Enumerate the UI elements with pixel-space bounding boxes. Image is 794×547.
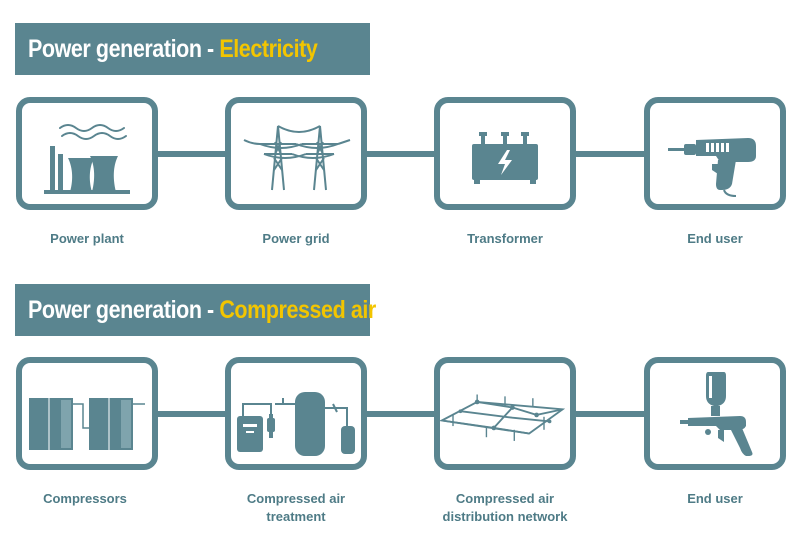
step-label: Power grid [211,230,381,248]
title-accent: Electricity [219,34,318,63]
electricity-title: Power generation - Electricity [28,34,318,64]
compressed-air-banner: Power generation - Compressed air [15,284,376,336]
title-prefix: Power generation - [28,295,220,324]
step-power-grid [225,97,367,210]
connector [155,151,655,157]
label-text: Transformer [467,231,543,246]
label-text: End user [687,491,743,506]
step-label: End user [630,230,794,248]
step-label: End user [630,490,794,508]
step-distribution-network [434,357,576,470]
label-text: End user [687,231,743,246]
step-compressors [16,357,158,470]
label-line-2: distribution network [442,509,568,524]
label-text: Compressors [43,491,127,506]
label-text: Power grid [262,231,330,246]
step-label: Compressed air distribution network [420,490,590,526]
step-end-user-electricity [644,97,786,210]
connector [155,411,655,417]
compressors-icon [29,397,145,450]
compressed-air-title: Power generation - Compressed air [28,296,376,325]
step-power-plant [16,97,158,210]
electricity-banner: Power generation - Electricity [15,23,370,75]
step-end-user-air [644,357,786,470]
power-plant-icon [44,123,130,194]
spray-gun-icon [680,371,753,456]
step-label: Power plant [2,230,172,248]
title-accent: Compressed air [219,295,376,324]
transformer-icon [472,131,538,184]
label-line-2: treatment [266,509,326,524]
step-label: Compressors [0,490,170,508]
label-text: Power plant [50,231,124,246]
power-grid-icon [243,124,351,190]
step-transformer [434,97,576,210]
power-drill-icon [668,137,756,197]
step-label: Transformer [420,230,590,248]
air-treatment-icon [237,391,355,456]
label-line-1: Compressed air [246,491,346,506]
label-line-1: Compressed air [455,491,555,506]
step-label: Compressed air treatment [211,490,381,526]
distribution-network-icon [440,394,566,441]
step-air-treatment [225,357,367,470]
title-prefix: Power generation - [28,34,220,63]
